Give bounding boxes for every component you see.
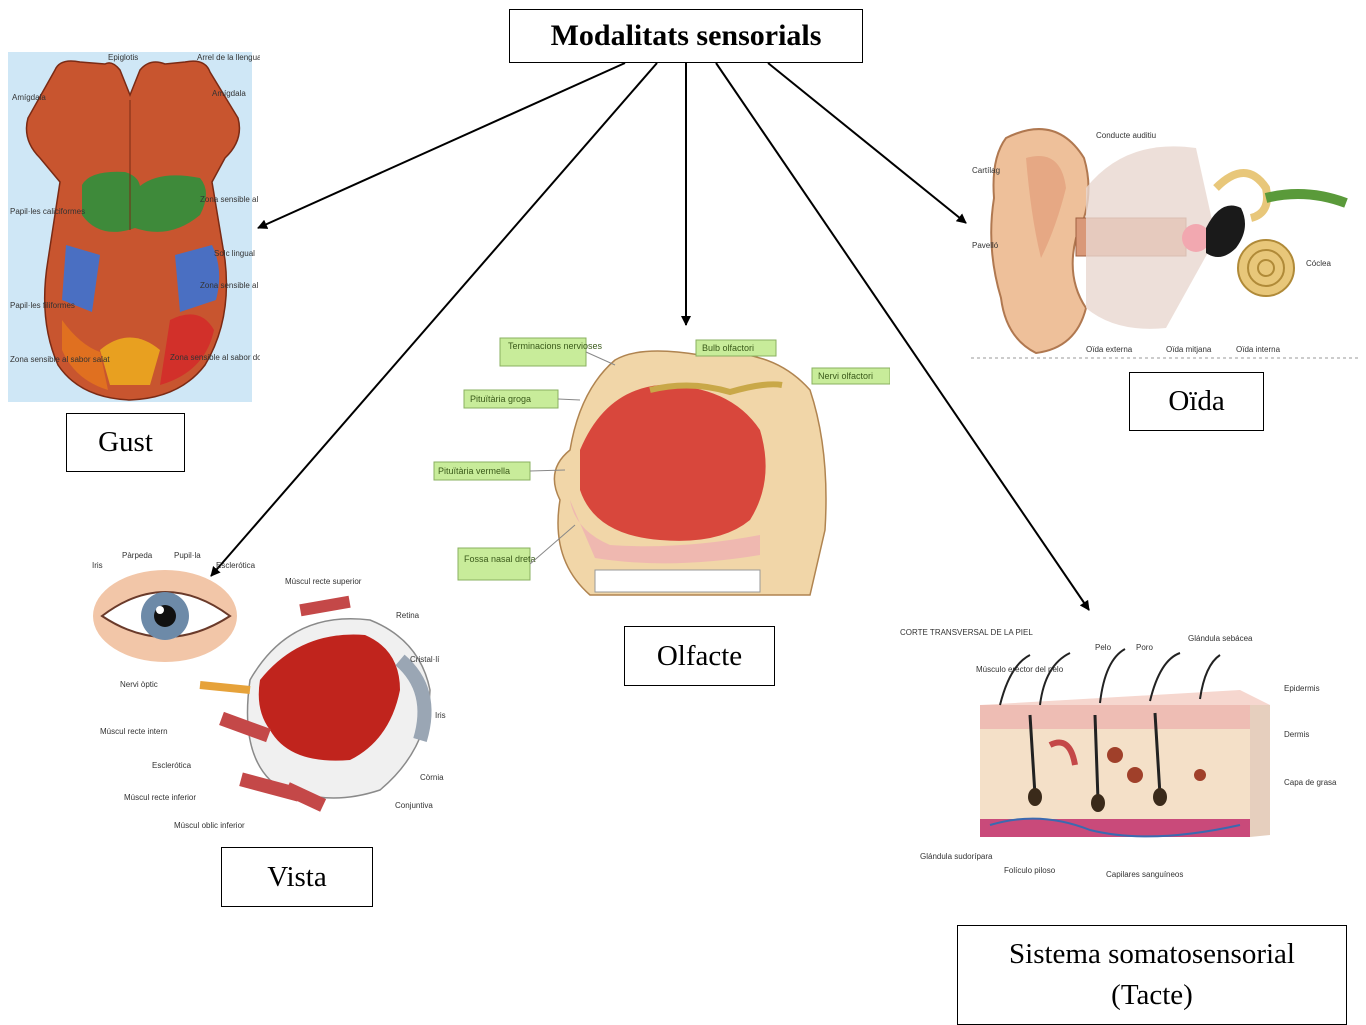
ear-label-coclea: Cóclea xyxy=(1306,259,1331,268)
skin-label-foliculo: Folículo piloso xyxy=(1004,866,1056,875)
tongue-label-dolc: Zona sensible al sabor dolç xyxy=(170,353,260,362)
node-gust: Gust xyxy=(66,413,185,472)
ear-label-interna: Oïda interna xyxy=(1236,345,1281,354)
diagram-title: Modalitats sensorials xyxy=(509,9,863,63)
nose-label-groga: Pituïtària groga xyxy=(470,394,531,404)
eye-label-pupilla: Pupil·la xyxy=(174,551,201,560)
tongue-label-salat: Zona sensible al sabor salat xyxy=(10,355,110,364)
nose-illustration: Terminacions nervioses Bulb olfactori Ne… xyxy=(430,330,890,610)
nose-label-nervi: Nervi olfactori xyxy=(818,371,873,381)
arrow-to-oida xyxy=(768,63,966,223)
eye-illustration: Iris Pàrpeda Pupil·la Esclerótica Múscul… xyxy=(90,550,460,830)
ear-illustration: Cartílag Pavelló Conducte auditiu Cóclea… xyxy=(966,118,1366,368)
skin-label-grasa: Capa de grasa xyxy=(1284,778,1337,787)
node-vista: Vista xyxy=(221,847,373,907)
tongue-label-amigdala-right: Amígdala xyxy=(212,89,246,98)
eye-label-retina: Retina xyxy=(396,611,420,620)
skin-label-erector: Músculo erector del pelo xyxy=(976,665,1064,674)
ear-label-externa: Oïda externa xyxy=(1086,345,1133,354)
eye-label-nervi-optic: Nervi òptic xyxy=(120,680,158,689)
nose-label-fossa: Fossa nasal dreta xyxy=(464,554,536,564)
tongue-label-amigdala-left: Amígdala xyxy=(12,93,46,102)
skin-label-title: CORTE TRANSVERSAL DE LA PIEL xyxy=(900,628,1033,637)
skin-label-dermis: Dermis xyxy=(1284,730,1309,739)
eye-label-recte-superior: Múscul recte superior xyxy=(285,577,362,586)
ear-label-conducte: Conducte auditiu xyxy=(1096,131,1156,140)
skin-label-pelo: Pelo xyxy=(1095,643,1112,652)
node-tacte-line1: Sistema somatosensorial xyxy=(1009,934,1295,975)
node-tacte-line2: (Tacte) xyxy=(1111,975,1193,1016)
tongue-label-filiformes: Papil·les filiformes xyxy=(10,301,75,310)
skin-label-sudoripara: Glándula sudorípara xyxy=(920,852,993,861)
skin-label-epidermis: Epidermis xyxy=(1284,684,1320,693)
node-oida: Oïda xyxy=(1129,372,1264,431)
skin-label-poro: Poro xyxy=(1136,643,1153,652)
eye-label-oblic-inferior: Múscul oblic inferior xyxy=(174,821,245,830)
tongue-label-caliciformes: Papil·les caliciformes xyxy=(10,207,85,216)
eye-label-parpeda: Pàrpeda xyxy=(122,551,153,560)
skin-label-capilares: Capilares sanguíneos xyxy=(1106,870,1183,879)
eye-label-esclerotica-top: Esclerótica xyxy=(216,561,256,570)
tongue-illustration: Epiglotis Arrel de la llengua Amígdala A… xyxy=(0,0,260,410)
skin-label-sebacea: Glándula sebácea xyxy=(1188,634,1253,643)
tongue-label-amarg: Zona sensible al sabor amarg xyxy=(200,195,260,204)
eye-label-iris-top: Iris xyxy=(92,561,103,570)
node-tacte: Sistema somatosensorial (Tacte) xyxy=(957,925,1347,1025)
eye-label-cristalli: Cristal·lí xyxy=(410,655,440,664)
arrow-to-gust xyxy=(258,63,625,228)
ear-label-pavello: Pavelló xyxy=(972,241,999,250)
tongue-label-arrel: Arrel de la llengua xyxy=(197,53,260,62)
nose-label-bulb: Bulb olfactori xyxy=(702,343,754,353)
eye-label-conjuntiva: Conjuntiva xyxy=(395,801,433,810)
eye-label-recte-inferior: Múscul recte inferior xyxy=(124,793,196,802)
eye-label-recte-intern: Múscul recte intern xyxy=(100,727,168,736)
tongue-label-acid: Zona sensible al sabor àcid xyxy=(200,281,260,290)
eye-label-cornia: Còrnia xyxy=(420,773,444,782)
eye-label-iris: Iris xyxy=(435,711,446,720)
tongue-label-solc: Solc lingual xyxy=(214,249,255,258)
node-olfacte: Olfacte xyxy=(624,626,775,686)
ear-label-cartilag: Cartílag xyxy=(972,166,1000,175)
skin-illustration: CORTE TRANSVERSAL DE LA PIEL Músculo ere… xyxy=(900,625,1360,895)
eye-label-esclerotica: Esclerótica xyxy=(152,761,192,770)
tongue-label-epiglotis: Epiglotis xyxy=(108,53,138,62)
nose-label-vermella: Pituïtària vermella xyxy=(438,466,510,476)
nose-label-terminacions: Terminacions nervioses xyxy=(508,341,603,351)
ear-label-mitjana: Oïda mitjana xyxy=(1166,345,1212,354)
